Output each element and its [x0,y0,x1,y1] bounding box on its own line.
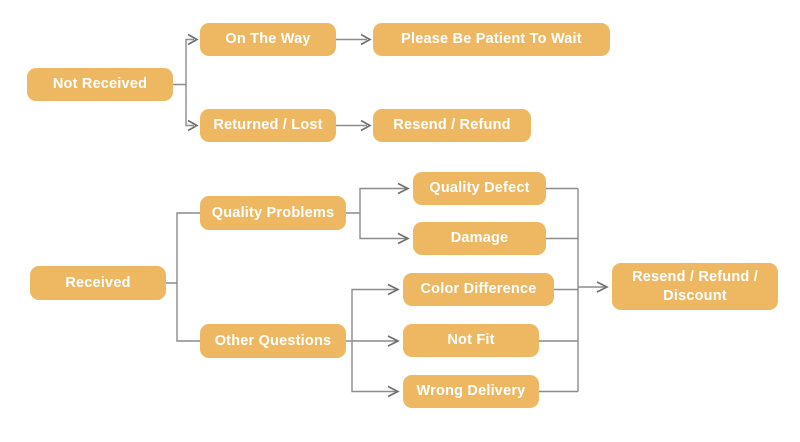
node-received[interactable]: Received [30,266,166,300]
arrowhead-on-the-way [187,33,199,46]
wire-not-received-to-returned [185,84,194,127]
arrowhead-resend-refund [360,119,372,132]
wire-not-received-split [173,38,194,86]
node-resend-refund[interactable]: Resend / Refund [373,109,531,142]
node-resend-refund-discount[interactable]: Resend / Refund / Discount [612,263,778,310]
node-returned-lost[interactable]: Returned / Lost [200,109,336,142]
arrowhead-wrong-delivery [387,385,400,398]
node-quality-problems[interactable]: Quality Problems [200,196,346,230]
wire-other-split-down [351,341,397,393]
wire-quality-to-damage [359,213,407,240]
arrowhead-returned-lost [187,119,199,132]
node-please-be-patient-to-wait[interactable]: Please Be Patient To Wait [373,23,610,56]
node-not-fit[interactable]: Not Fit [403,324,539,357]
arrowhead-damage [397,232,410,245]
arrowhead-not-fit [387,335,400,347]
node-not-received[interactable]: Not Received [27,68,173,101]
node-wrong-delivery[interactable]: Wrong Delivery [403,375,539,408]
arrowhead-please-be-patient [360,33,372,46]
wire-received-split [166,212,200,284]
node-on-the-way[interactable]: On The Way [200,23,336,56]
wire-other-split-up [346,288,397,342]
arrowhead-quality-defect [397,182,410,195]
arrowhead-color-difference [387,283,400,296]
arrowhead-resend-refund-discount [596,281,609,293]
wire-quality-split [346,187,407,214]
node-damage[interactable]: Damage [413,222,546,255]
wire-received-to-other [176,283,200,342]
node-color-difference[interactable]: Color Difference [403,273,554,306]
node-quality-defect[interactable]: Quality Defect [413,172,546,205]
node-other-questions[interactable]: Other Questions [200,324,346,358]
